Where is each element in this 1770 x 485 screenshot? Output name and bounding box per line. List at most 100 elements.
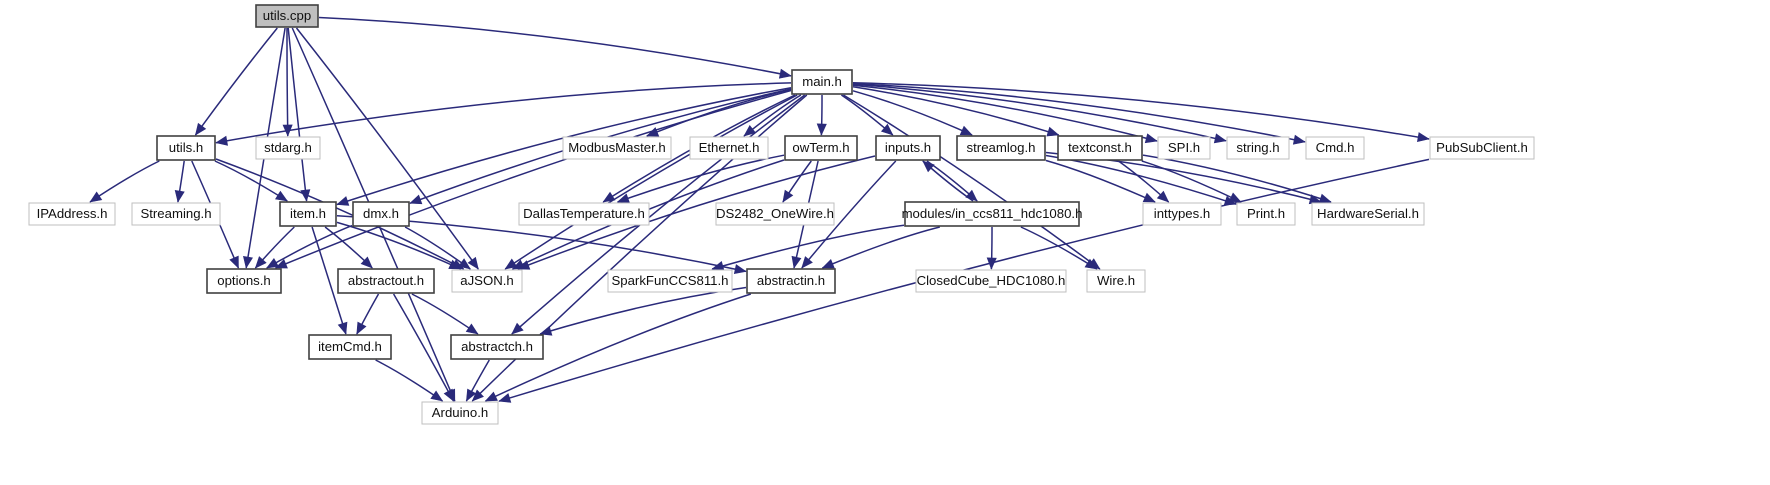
edge-arrowhead <box>511 322 524 335</box>
node-label: PubSubClient.h <box>1436 140 1528 155</box>
edge-arrowhead <box>174 190 185 203</box>
node-label: abstractout.h <box>348 273 424 288</box>
graph-node-itemcmd-h[interactable]: itemCmd.h <box>308 334 392 360</box>
edge-arrowhead <box>539 325 553 336</box>
graph-node-inputs-h[interactable]: inputs.h <box>875 135 941 161</box>
node-box[interactable] <box>255 4 319 28</box>
node-box[interactable] <box>562 136 672 160</box>
graph-node-dallastemp-h[interactable]: DallasTemperature.h <box>518 202 650 226</box>
node-box[interactable] <box>28 202 116 226</box>
graph-node-string-h[interactable]: string.h <box>1226 136 1290 160</box>
edge-arrowhead <box>959 125 973 136</box>
graph-node-cmd-h[interactable]: Cmd.h <box>1305 136 1365 160</box>
node-box[interactable] <box>131 202 221 226</box>
graph-node-main-h[interactable]: main.h <box>791 69 853 95</box>
graph-node-spi-h[interactable]: SPI.h <box>1157 136 1211 160</box>
node-box[interactable] <box>1305 136 1365 160</box>
node-box[interactable] <box>518 202 650 226</box>
graph-node-inttypes-h[interactable]: inttypes.h <box>1142 202 1222 226</box>
edge-arrowhead <box>801 256 813 269</box>
edge-arrowhead <box>880 123 894 136</box>
node-box[interactable] <box>1057 135 1143 161</box>
graph-node-wire-h[interactable]: Wire.h <box>1086 269 1146 293</box>
graph-node-print-h[interactable]: Print.h <box>1236 202 1296 226</box>
graph-node-hardwareser-h[interactable]: HardwareSerial.h <box>1311 202 1425 226</box>
graph-node-item-h[interactable]: item.h <box>279 201 337 227</box>
node-box[interactable] <box>337 268 435 294</box>
graph-node-dmx-h[interactable]: dmx.h <box>352 201 410 227</box>
graph-node-textconst-h[interactable]: textconst.h <box>1057 135 1143 161</box>
graph-node-pubsubclient-h[interactable]: PubSubClient.h <box>1429 136 1535 160</box>
graph-node-utils-cpp[interactable]: utils.cpp <box>255 4 319 28</box>
edge-arrowhead <box>1292 134 1306 145</box>
edge-arrowhead <box>922 160 935 173</box>
node-box[interactable] <box>352 201 410 227</box>
node-label: stdarg.h <box>264 140 312 155</box>
graph-node-stdarg-h[interactable]: stdarg.h <box>255 136 321 160</box>
dependency-edge <box>852 83 1227 142</box>
node-box[interactable] <box>791 69 853 95</box>
dependency-edge <box>517 155 876 270</box>
graph-node-abstractin-h[interactable]: abstractin.h <box>746 268 836 294</box>
graph-node-arduino-h[interactable]: Arduino.h <box>421 401 499 425</box>
graph-node-utils-h[interactable]: utils.h <box>156 135 216 161</box>
edge-arrowhead <box>1046 126 1060 137</box>
graph-node-closedcube-h[interactable]: ClosedCube_HDC1080.h <box>915 269 1067 293</box>
node-box[interactable] <box>784 135 858 161</box>
node-label: abstractch.h <box>461 339 533 354</box>
node-label: owTerm.h <box>792 140 849 155</box>
node-box[interactable] <box>451 269 523 293</box>
graph-node-ajson-h[interactable]: aJSON.h <box>451 269 523 293</box>
node-label: item.h <box>290 206 326 221</box>
node-label: Streaming.h <box>140 206 211 221</box>
dependency-edge <box>392 293 455 402</box>
graph-node-ethernet-h[interactable]: Ethernet.h <box>689 136 769 160</box>
node-box[interactable] <box>915 269 1067 293</box>
node-box[interactable] <box>279 201 337 227</box>
graph-node-options-h[interactable]: options.h <box>206 268 282 294</box>
node-box[interactable] <box>1236 202 1296 226</box>
graph-node-ds2482-h[interactable]: DS2482_OneWire.h <box>715 202 835 226</box>
node-box[interactable] <box>1311 202 1425 226</box>
graph-node-owterm-h[interactable]: owTerm.h <box>784 135 858 161</box>
graph-node-sparkfun-h[interactable]: SparkFunCCS811.h <box>607 269 733 293</box>
edge-arrowhead <box>356 321 367 335</box>
node-box[interactable] <box>746 268 836 294</box>
edge-arrowhead <box>409 194 423 205</box>
node-box[interactable] <box>255 136 321 160</box>
node-box[interactable] <box>1157 136 1211 160</box>
node-box[interactable] <box>1429 136 1535 160</box>
dependency-edge <box>711 224 905 270</box>
graph-node-ipaddress-h[interactable]: IPAddress.h <box>28 202 116 226</box>
dependency-edge <box>214 160 288 202</box>
graph-node-abstractch-h[interactable]: abstractch.h <box>450 334 544 360</box>
graph-node-ccs811-hdc-h[interactable]: modules/in_ccs811_hdc1080.h <box>902 201 1083 227</box>
dependency-edge <box>1045 159 1156 203</box>
node-box[interactable] <box>607 269 733 293</box>
node-box[interactable] <box>421 401 499 425</box>
node-box[interactable] <box>1226 136 1290 160</box>
edge-arrowhead <box>274 190 288 202</box>
node-box[interactable] <box>1142 202 1222 226</box>
node-box[interactable] <box>875 135 941 161</box>
node-box[interactable] <box>156 135 216 161</box>
edge-arrowhead <box>254 256 267 269</box>
graph-node-streaming-h[interactable]: Streaming.h <box>131 202 221 226</box>
node-box[interactable] <box>689 136 769 160</box>
node-box[interactable] <box>308 334 392 360</box>
edge-arrowhead <box>504 258 518 270</box>
node-box[interactable] <box>450 334 544 360</box>
dependency-edge <box>801 160 897 269</box>
graph-node-streamlog-h[interactable]: streamlog.h <box>956 135 1046 161</box>
node-box[interactable] <box>1086 269 1146 293</box>
node-box[interactable] <box>956 135 1046 161</box>
node-box[interactable] <box>904 201 1080 227</box>
graph-node-abstractout-h[interactable]: abstractout.h <box>337 268 435 294</box>
graph-node-modbusmaster-h[interactable]: ModbusMaster.h <box>562 136 672 160</box>
dependency-edge <box>295 27 479 270</box>
dependency-edge <box>852 84 1158 142</box>
node-label: ModbusMaster.h <box>568 140 666 155</box>
node-box[interactable] <box>206 268 282 294</box>
node-box[interactable] <box>715 202 835 226</box>
dependency-edge <box>375 359 443 402</box>
